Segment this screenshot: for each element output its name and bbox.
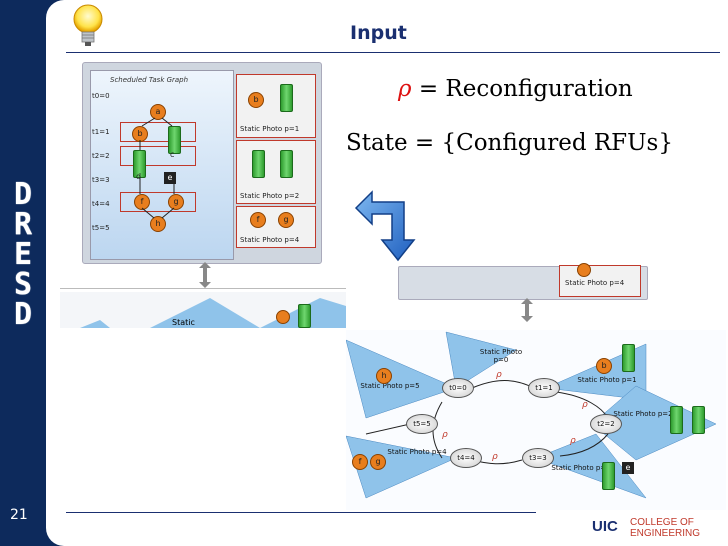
rfu-block (280, 84, 293, 112)
rho-definition: ρ = Reconfiguration (398, 76, 633, 102)
photo-node (276, 310, 290, 324)
wedge-label: Static Photo p=4 (387, 448, 447, 456)
rfu-block (168, 126, 181, 154)
rho-definition-text: = Reconfiguration (411, 76, 633, 102)
photo-node (577, 263, 591, 277)
slide-number: 21 (10, 507, 28, 523)
time-label: t3=3 (92, 176, 110, 184)
bent-arrow-icon (354, 190, 416, 262)
time-label: t0=0 (92, 92, 110, 100)
photo-node: g (278, 212, 294, 228)
wedge-label: Static Photo p=0 (479, 348, 523, 364)
reconfig-box (120, 146, 196, 166)
task-node: f (134, 194, 150, 210)
static-photo-panel (236, 140, 316, 204)
time-label: t4=4 (92, 200, 110, 208)
partial-static-label: Static (172, 318, 195, 327)
figure-divider (60, 288, 346, 289)
photo-node: g (370, 454, 386, 470)
college-line: ENGINEERING (630, 528, 701, 539)
static-photo-panel (236, 74, 316, 138)
rfu-block (280, 150, 293, 178)
state-node: t3=3 (522, 448, 554, 468)
rho-label: ρ (496, 370, 502, 380)
photo-node: f (250, 212, 266, 228)
rfu-block (692, 406, 705, 434)
photo-node: b (248, 92, 264, 108)
double-arrow-icon (199, 262, 211, 288)
photo-label: Static Photo p=1 (240, 125, 300, 133)
state-node: t5=5 (406, 414, 438, 434)
state-transition-diagram: t0=0 t1=1 t2=2 t3=3 t4=4 t5=5 Static Pho… (346, 330, 726, 510)
task-node: g (168, 194, 184, 210)
college-name: COLLEGE OF ENGINEERING (630, 517, 700, 539)
footer-divider (66, 512, 536, 513)
task-graph-title: Scheduled Task Graph (110, 76, 189, 84)
wedge-label: Static Photo p=2 (613, 410, 673, 418)
wedge-label: Static Photo p=5 (360, 382, 420, 390)
task-node: a (150, 104, 166, 120)
photo-node: f (352, 454, 368, 470)
rho-label: ρ (492, 452, 498, 462)
task-label: c (170, 150, 175, 159)
reconfig-box (120, 192, 196, 212)
dresd-vertical-logo: D R E S D (6, 177, 40, 330)
time-label: t2=2 (92, 152, 110, 160)
time-label: t5=5 (92, 224, 110, 232)
uic-wordmark: UIC (592, 518, 618, 535)
task-label: d (136, 172, 142, 181)
rfu-block (252, 150, 265, 178)
uic-engineering-logo: UIC COLLEGE OF ENGINEERING (592, 516, 722, 546)
time-label: t1=1 (92, 128, 110, 136)
task-block: e (164, 172, 176, 184)
logo-letter: D (13, 177, 33, 212)
task-graph-edges (139, 117, 175, 219)
state-node: t1=1 (528, 378, 560, 398)
static-photo-panel (236, 206, 316, 248)
photo-node: b (596, 358, 612, 374)
title-divider (66, 52, 720, 53)
college-line: COLLEGE OF (630, 517, 694, 528)
rfu-block (298, 304, 311, 328)
rfu-block (602, 462, 615, 490)
slide-title: Input (350, 22, 407, 44)
photo-label: Static Photo p=2 (240, 192, 300, 200)
rho-label: ρ (570, 436, 576, 446)
cropped-photo-panel: Static Photo p=4 (398, 263, 648, 300)
rfu-block (670, 406, 683, 434)
state-node: t4=4 (450, 448, 482, 468)
rho-label: ρ (582, 400, 588, 410)
photo-node: h (376, 368, 392, 384)
cropped-diagram-strip: Static (60, 292, 346, 328)
logo-letter: D (13, 297, 33, 332)
photo-label: Static Photo p=4 (240, 236, 300, 244)
task-block: e (622, 462, 634, 474)
state-node: t2=2 (590, 414, 622, 434)
task-node: h (150, 216, 166, 232)
state-definition: State = {Configured RFUs} (346, 130, 673, 156)
wedge-label: Static Photo p=3 (551, 464, 611, 472)
logo-letter: S (13, 267, 33, 302)
state-node: t0=0 (442, 378, 474, 398)
double-arrow-icon (521, 298, 533, 322)
rho-symbol: ρ (398, 76, 412, 102)
wedge-label: Static Photo p=1 (577, 376, 637, 384)
reconfig-box (120, 122, 196, 142)
rfu-block (622, 344, 635, 372)
logo-letter: E (13, 237, 33, 272)
rho-label: ρ (442, 430, 448, 440)
lightbulb-icon (73, 4, 103, 46)
logo-letter: R (13, 207, 33, 242)
photo-label: Static Photo p=4 (565, 279, 625, 287)
